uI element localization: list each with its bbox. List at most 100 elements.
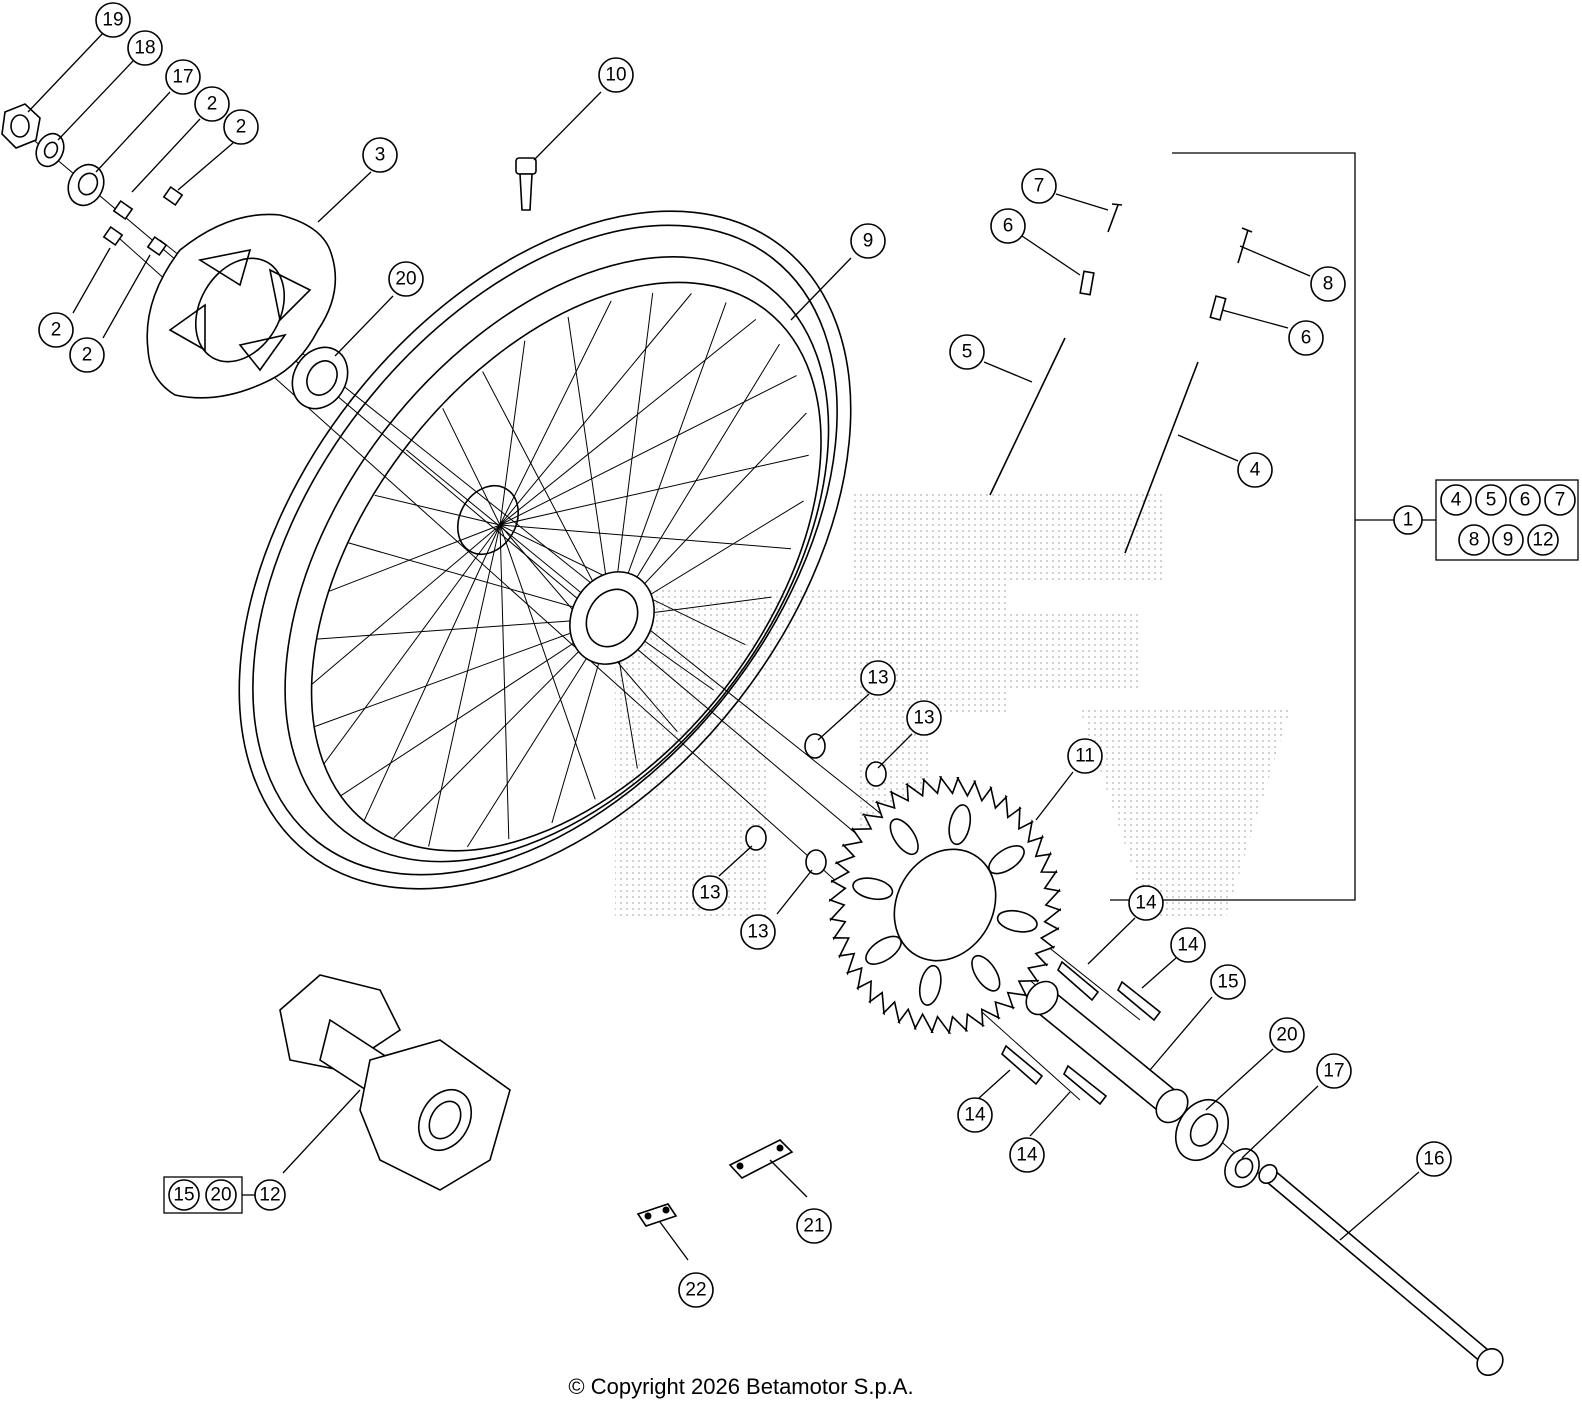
spoke (499, 524, 510, 840)
callout-label: 6 (1301, 328, 1312, 349)
callout-label: 13 (699, 883, 720, 904)
sprocket-window (996, 909, 1038, 933)
callout-label: 21 (803, 1216, 824, 1237)
disc-screws (102, 185, 184, 257)
spoke (316, 617, 613, 640)
callout-label: 6 (1003, 216, 1014, 237)
sprocket-teeth (829, 776, 1061, 1034)
callout-label: 17 (172, 67, 193, 88)
right-bearing (1174, 1099, 1230, 1161)
wheel-hub (457, 485, 655, 665)
kit-member-label: 9 (1503, 530, 1514, 551)
kit-member-label: 4 (1451, 490, 1462, 511)
callout-2-c: 2 (38, 312, 74, 348)
kit-1-members: 4 5 6 7 8 9 12 (1440, 484, 1576, 556)
kit-member-label: 5 (1486, 490, 1497, 511)
spoke (428, 524, 501, 847)
kit-member-label: 8 (1469, 530, 1480, 551)
callout-4: 4 (1237, 452, 1273, 488)
sprocket-window (852, 877, 894, 901)
callout-label: 20 (1276, 1025, 1297, 1046)
spoke (323, 524, 501, 765)
callout-label: 14 (964, 1105, 986, 1126)
spoke (393, 617, 613, 838)
sprocket-window (948, 804, 972, 846)
copyright-notice: © Copyright 2026 Betamotor S.p.A. (0, 1374, 1582, 1400)
kit-member-label: 12 (1532, 530, 1553, 551)
spoke (499, 524, 596, 800)
spoke-kit-parts (989, 203, 1253, 554)
brake-disc (146, 213, 337, 399)
callout-label: 2 (207, 94, 218, 115)
callout-label: 15 (1217, 972, 1238, 993)
callout-16: 16 (1416, 1141, 1452, 1177)
callout-20-left: 20 (388, 261, 424, 297)
sprocket-bolts (1001, 960, 1162, 1106)
spoke (567, 316, 613, 619)
tyre-valve (515, 157, 537, 211)
callout-label: 4 (1250, 460, 1261, 481)
sprocket-center-hole (893, 848, 997, 962)
callout-label: 2 (51, 320, 62, 341)
callout-15: 15 (1210, 964, 1246, 1000)
callout-12: 12 (254, 1179, 286, 1211)
spoke (499, 340, 526, 526)
kit-member-label: 7 (1555, 490, 1566, 511)
spoke (611, 302, 727, 619)
callout-2-d: 2 (69, 337, 105, 373)
spoke (611, 292, 654, 619)
callout-5: 5 (949, 334, 985, 370)
rear-sprocket (829, 776, 1061, 1034)
callout-17: 17 (165, 59, 201, 95)
callout-14-c: 14 (957, 1097, 993, 1133)
spoke (499, 319, 757, 526)
callout-17-right: 17 (1316, 1053, 1352, 1089)
callout-21: 21 (796, 1208, 832, 1244)
callout-19: 19 (95, 2, 131, 38)
spoke (313, 617, 613, 728)
callout-13-d: 13 (740, 914, 776, 950)
sprocket-window (918, 964, 942, 1006)
callout-label: 17 (1323, 1061, 1344, 1082)
hub-spacer (1025, 980, 1189, 1124)
callout-label: 2 (236, 117, 247, 138)
spoke (310, 524, 501, 686)
callout-label: 7 (1034, 176, 1045, 197)
kit-member-label: 6 (1520, 490, 1531, 511)
callout-11: 11 (1067, 738, 1103, 774)
callout-13-c: 13 (692, 875, 728, 911)
sprocket-window (988, 845, 1025, 875)
callout-label: 9 (863, 231, 874, 252)
callout-2-b: 2 (223, 109, 259, 145)
sprocket-window (889, 818, 919, 856)
chain-link-21 (728, 1139, 794, 1179)
callout-14-d: 14 (1009, 1137, 1045, 1173)
callout-label: 13 (867, 668, 888, 689)
callout-label: 13 (913, 708, 934, 729)
spoke (442, 408, 501, 526)
callout-label: 14 (1016, 1145, 1038, 1166)
callout-1: 1 (1393, 505, 1423, 535)
callout-8: 8 (1310, 266, 1346, 302)
callout-label: 14 (1177, 935, 1199, 956)
sprocket-window (865, 935, 902, 965)
spoke (363, 524, 501, 821)
callout-10: 10 (598, 57, 634, 93)
callout-label: 19 (102, 10, 123, 31)
spoke (499, 524, 792, 550)
wheel-rim (238, 210, 852, 890)
callout-label: 12 (259, 1185, 280, 1206)
chain-link-22 (636, 1203, 678, 1227)
callout-label: 2 (82, 345, 93, 366)
kit-member-label: 15 (173, 1185, 194, 1206)
left-spacer (67, 163, 105, 207)
callout-label: 8 (1323, 274, 1334, 295)
callout-label: 22 (685, 1280, 706, 1301)
spoke (328, 524, 501, 592)
callout-14-a: 14 (1128, 885, 1164, 921)
spoke (374, 494, 501, 526)
callout-label: 1 (1403, 510, 1414, 531)
callout-22: 22 (678, 1272, 714, 1308)
spoke (405, 449, 613, 619)
sprocket-window (971, 954, 1001, 992)
